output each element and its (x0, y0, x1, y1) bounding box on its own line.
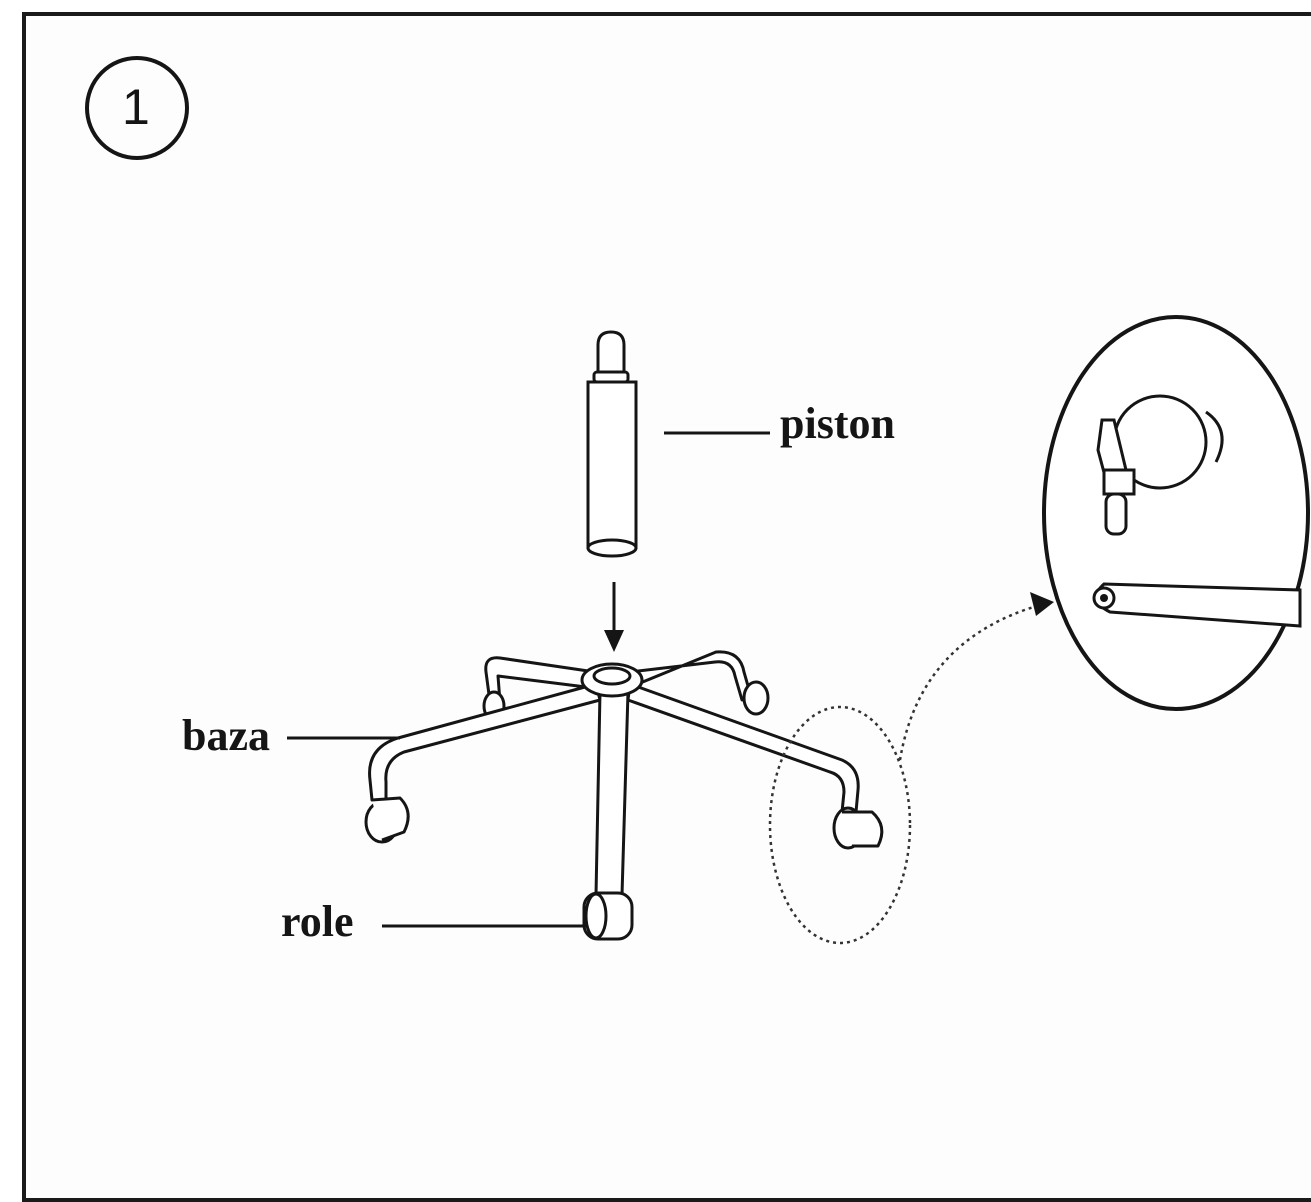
insert-arrow (604, 582, 624, 652)
detail-highlight-ellipse (768, 705, 912, 945)
step-number-circle (85, 56, 189, 160)
detail-arrow (898, 603, 1041, 761)
piston-illustration (586, 330, 638, 558)
caster-detail-inset (1042, 315, 1310, 711)
step-number: 1 (122, 79, 150, 135)
detail-arrow-head (1030, 592, 1054, 616)
casters-label: role (281, 897, 354, 946)
piston-label: piston (780, 399, 895, 448)
base-illustration (364, 650, 884, 941)
base-label: baza (182, 711, 270, 760)
